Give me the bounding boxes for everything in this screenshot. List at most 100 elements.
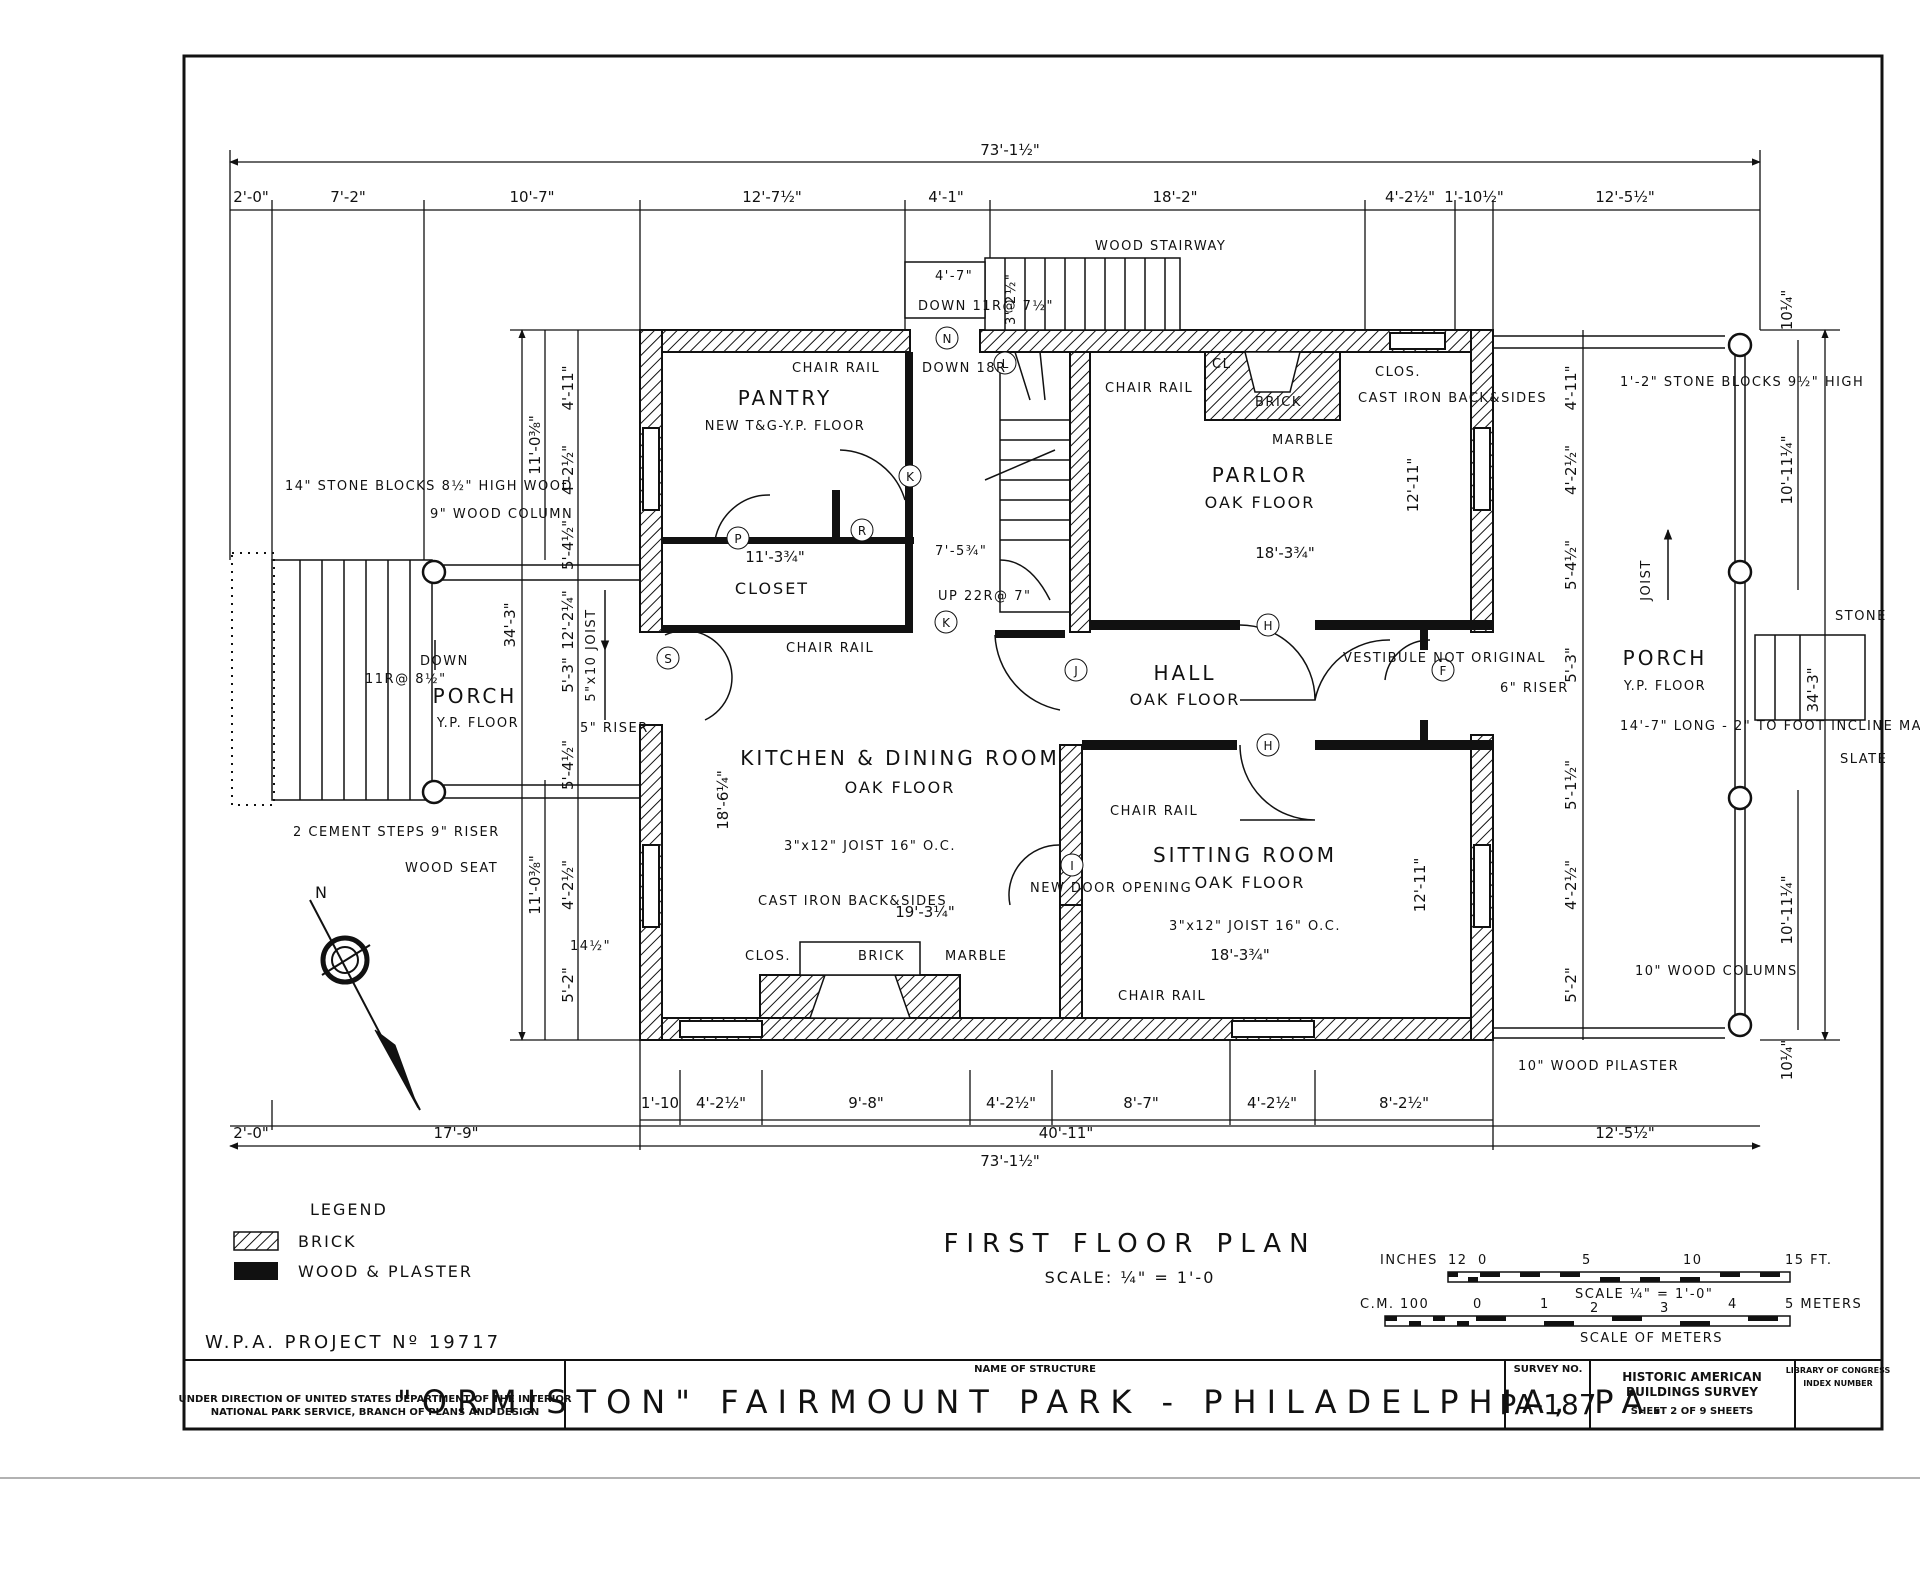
drawing-title: FIRST FLOOR PLAN SCALE: ¼" = 1'-0 xyxy=(943,1229,1308,1287)
dim-left-4: 12'-2¼" xyxy=(559,590,577,650)
note-wood-stairway: WOOD STAIRWAY xyxy=(1095,239,1226,254)
pantry-door-jamb xyxy=(832,490,840,540)
dim-left-6: 4'-2½" xyxy=(559,445,577,495)
note-incline: 14'-7" LONG - 2" TO FOOT INCLINE MACADAM… xyxy=(1620,719,1920,734)
west-column-s xyxy=(421,779,447,805)
dim-right-12: 10¼" xyxy=(1778,1040,1796,1081)
hall-name: HALL xyxy=(1153,661,1216,685)
dim-top-8: 1'-10½" xyxy=(1444,188,1504,206)
drawing-scale: SCALE: ¼" = 1'-0 xyxy=(1045,1268,1216,1287)
hall-floor: OAK FLOOR xyxy=(1130,690,1241,709)
west-porch-floor: Y.P. FLOOR xyxy=(436,716,519,731)
note-slate: SLATE xyxy=(1840,752,1887,767)
svg-text:N: N xyxy=(943,332,952,346)
dim-right-8: 34'-3" xyxy=(1804,667,1822,712)
dim-top-6: 18'-2" xyxy=(1152,188,1197,206)
dim-bottom-9: 17'-9" xyxy=(433,1124,478,1142)
wall-parlor-west xyxy=(1069,351,1091,633)
dim-bottom-5: 8'-7" xyxy=(1123,1094,1159,1112)
sitting-north-wall-2 xyxy=(1315,740,1493,750)
note-brick-kitchen: BRICK xyxy=(858,949,905,964)
left-dimension-labels: 11'-0⅜" 34'-3" 11'-0⅜" 12'-2¼" 4'-11" 4'… xyxy=(501,365,577,1002)
north-arrow: N xyxy=(309,883,421,1111)
exterior-stair xyxy=(984,257,1181,331)
sb-scale-label: SCALE ¼" = 1'-0" xyxy=(1575,1287,1713,1302)
pantry-floor: NEW T&G-Y.P. FLOOR xyxy=(705,419,866,434)
door-tag-h2: H xyxy=(1256,733,1280,757)
windows xyxy=(642,332,1491,1038)
legend-brick-label: BRICK xyxy=(298,1232,356,1251)
annotations: WOOD STAIRWAY 4'-7" DOWN 11R@ 7½" 3'-2½"… xyxy=(285,239,1920,1074)
west-deck xyxy=(271,559,433,801)
legend-wood-swatch xyxy=(234,1262,278,1280)
kitchen-joist: 3"x12" JOIST 16" O.C. xyxy=(784,839,956,854)
wall-kitchen-east xyxy=(1059,904,1083,1019)
stair-hall xyxy=(904,257,1181,613)
window-w-1 xyxy=(642,427,660,511)
room-labels: PANTRY NEW T&G-Y.P. FLOOR CLOSET 11'-3¾"… xyxy=(433,386,1706,964)
closet-dim: 11'-3¾" xyxy=(745,548,805,566)
note-cl: CL xyxy=(1212,357,1231,372)
dim-right-4: 5'-3" xyxy=(1562,647,1580,683)
dim-top-9: 12'-5½" xyxy=(1595,188,1655,206)
metric-bar-ticks xyxy=(1385,1316,1778,1326)
tb-survey-label: SURVEY NO. xyxy=(1514,1364,1583,1375)
brick-walls xyxy=(639,329,1494,1041)
door-swings xyxy=(664,449,1431,906)
dim-right-11: 10¼" xyxy=(1778,290,1796,331)
dim-left-3: 11'-0⅜" xyxy=(526,855,544,915)
svg-text:I: I xyxy=(1070,859,1074,873)
note-riser-6: 6" RISER xyxy=(1500,681,1569,696)
east-porch-floor: Y.P. FLOOR xyxy=(1623,679,1706,694)
parlor-floor: OAK FLOOR xyxy=(1205,493,1316,512)
fireplace-hearths xyxy=(799,351,1301,1019)
north-label: N xyxy=(315,883,327,902)
dim-overall-bottom: 73'-1½" xyxy=(980,1152,1040,1170)
sb-c3: 3 xyxy=(1660,1301,1670,1316)
svg-text:H: H xyxy=(1263,619,1272,633)
closet-south-wall xyxy=(662,625,912,633)
wood-plaster-walls xyxy=(662,352,1493,750)
dim-right-10: 10'-11¼" xyxy=(1778,875,1796,944)
door-tag-j: J xyxy=(1064,658,1088,682)
sb-scale-meters: SCALE OF METERS xyxy=(1580,1331,1723,1346)
note-dim-3-2: 3'-2½" xyxy=(1004,273,1019,325)
note-stair-width: 4'-7" xyxy=(935,269,973,284)
svg-text:S: S xyxy=(664,652,672,666)
tb-service: NATIONAL PARK SERVICE, BRANCH OF PLANS A… xyxy=(211,1407,540,1418)
sb-c1: 1 xyxy=(1540,1297,1550,1312)
east-step xyxy=(1754,634,1866,721)
note-down: DOWN xyxy=(420,654,469,669)
top-dimensions xyxy=(229,150,1761,560)
dim-top-2: 7'-2" xyxy=(330,188,366,206)
pantry-east-wall xyxy=(905,352,913,537)
north-arrow-ring xyxy=(320,935,370,985)
window-e-1 xyxy=(1473,427,1491,511)
note-brick-parlor: BRICK xyxy=(1255,395,1302,410)
parlor-south-wall xyxy=(1090,620,1240,630)
note-chair-rail-1: CHAIR RAIL xyxy=(792,361,880,376)
door-tag-r: R xyxy=(850,518,874,542)
bottom-dimension-labels: 1'-10 4'-2½" 9'-8" 4'-2½" 8'-7" 4'-2½" 8… xyxy=(233,1094,1655,1170)
tb-habs1: HISTORIC AMERICAN xyxy=(1622,1370,1762,1384)
note-stone-blocks-e: 1'-2" STONE BLOCKS 9½" HIGH xyxy=(1620,375,1864,390)
dim-top-5: 4'-1" xyxy=(928,188,964,206)
dim-left-11: 5'-2" xyxy=(559,967,577,1003)
west-porch xyxy=(231,552,640,806)
dim-left-8: 5'-3" xyxy=(559,657,577,693)
note-riser-5: 5" RISER xyxy=(580,721,649,736)
note-clos-parlor: CLOS. xyxy=(1375,365,1421,380)
sb-c2: 2 xyxy=(1590,1301,1600,1316)
dim-right-5: 5'-1½" xyxy=(1562,760,1580,810)
west-steps xyxy=(231,552,275,806)
tb-sheet: SHEET 2 OF 9 SHEETS xyxy=(1631,1406,1754,1417)
west-column-n xyxy=(421,559,447,585)
sheet-border xyxy=(182,54,1884,1431)
door-tag-i: I xyxy=(1060,853,1084,877)
note-steps-11r: 11R@ 8½" xyxy=(365,672,447,687)
svg-text:J: J xyxy=(1073,664,1078,678)
east-porch-joist: JOIST xyxy=(1639,559,1654,602)
door-tag-n: N xyxy=(935,326,959,350)
note-wood-seat: WOOD SEAT xyxy=(405,861,498,876)
